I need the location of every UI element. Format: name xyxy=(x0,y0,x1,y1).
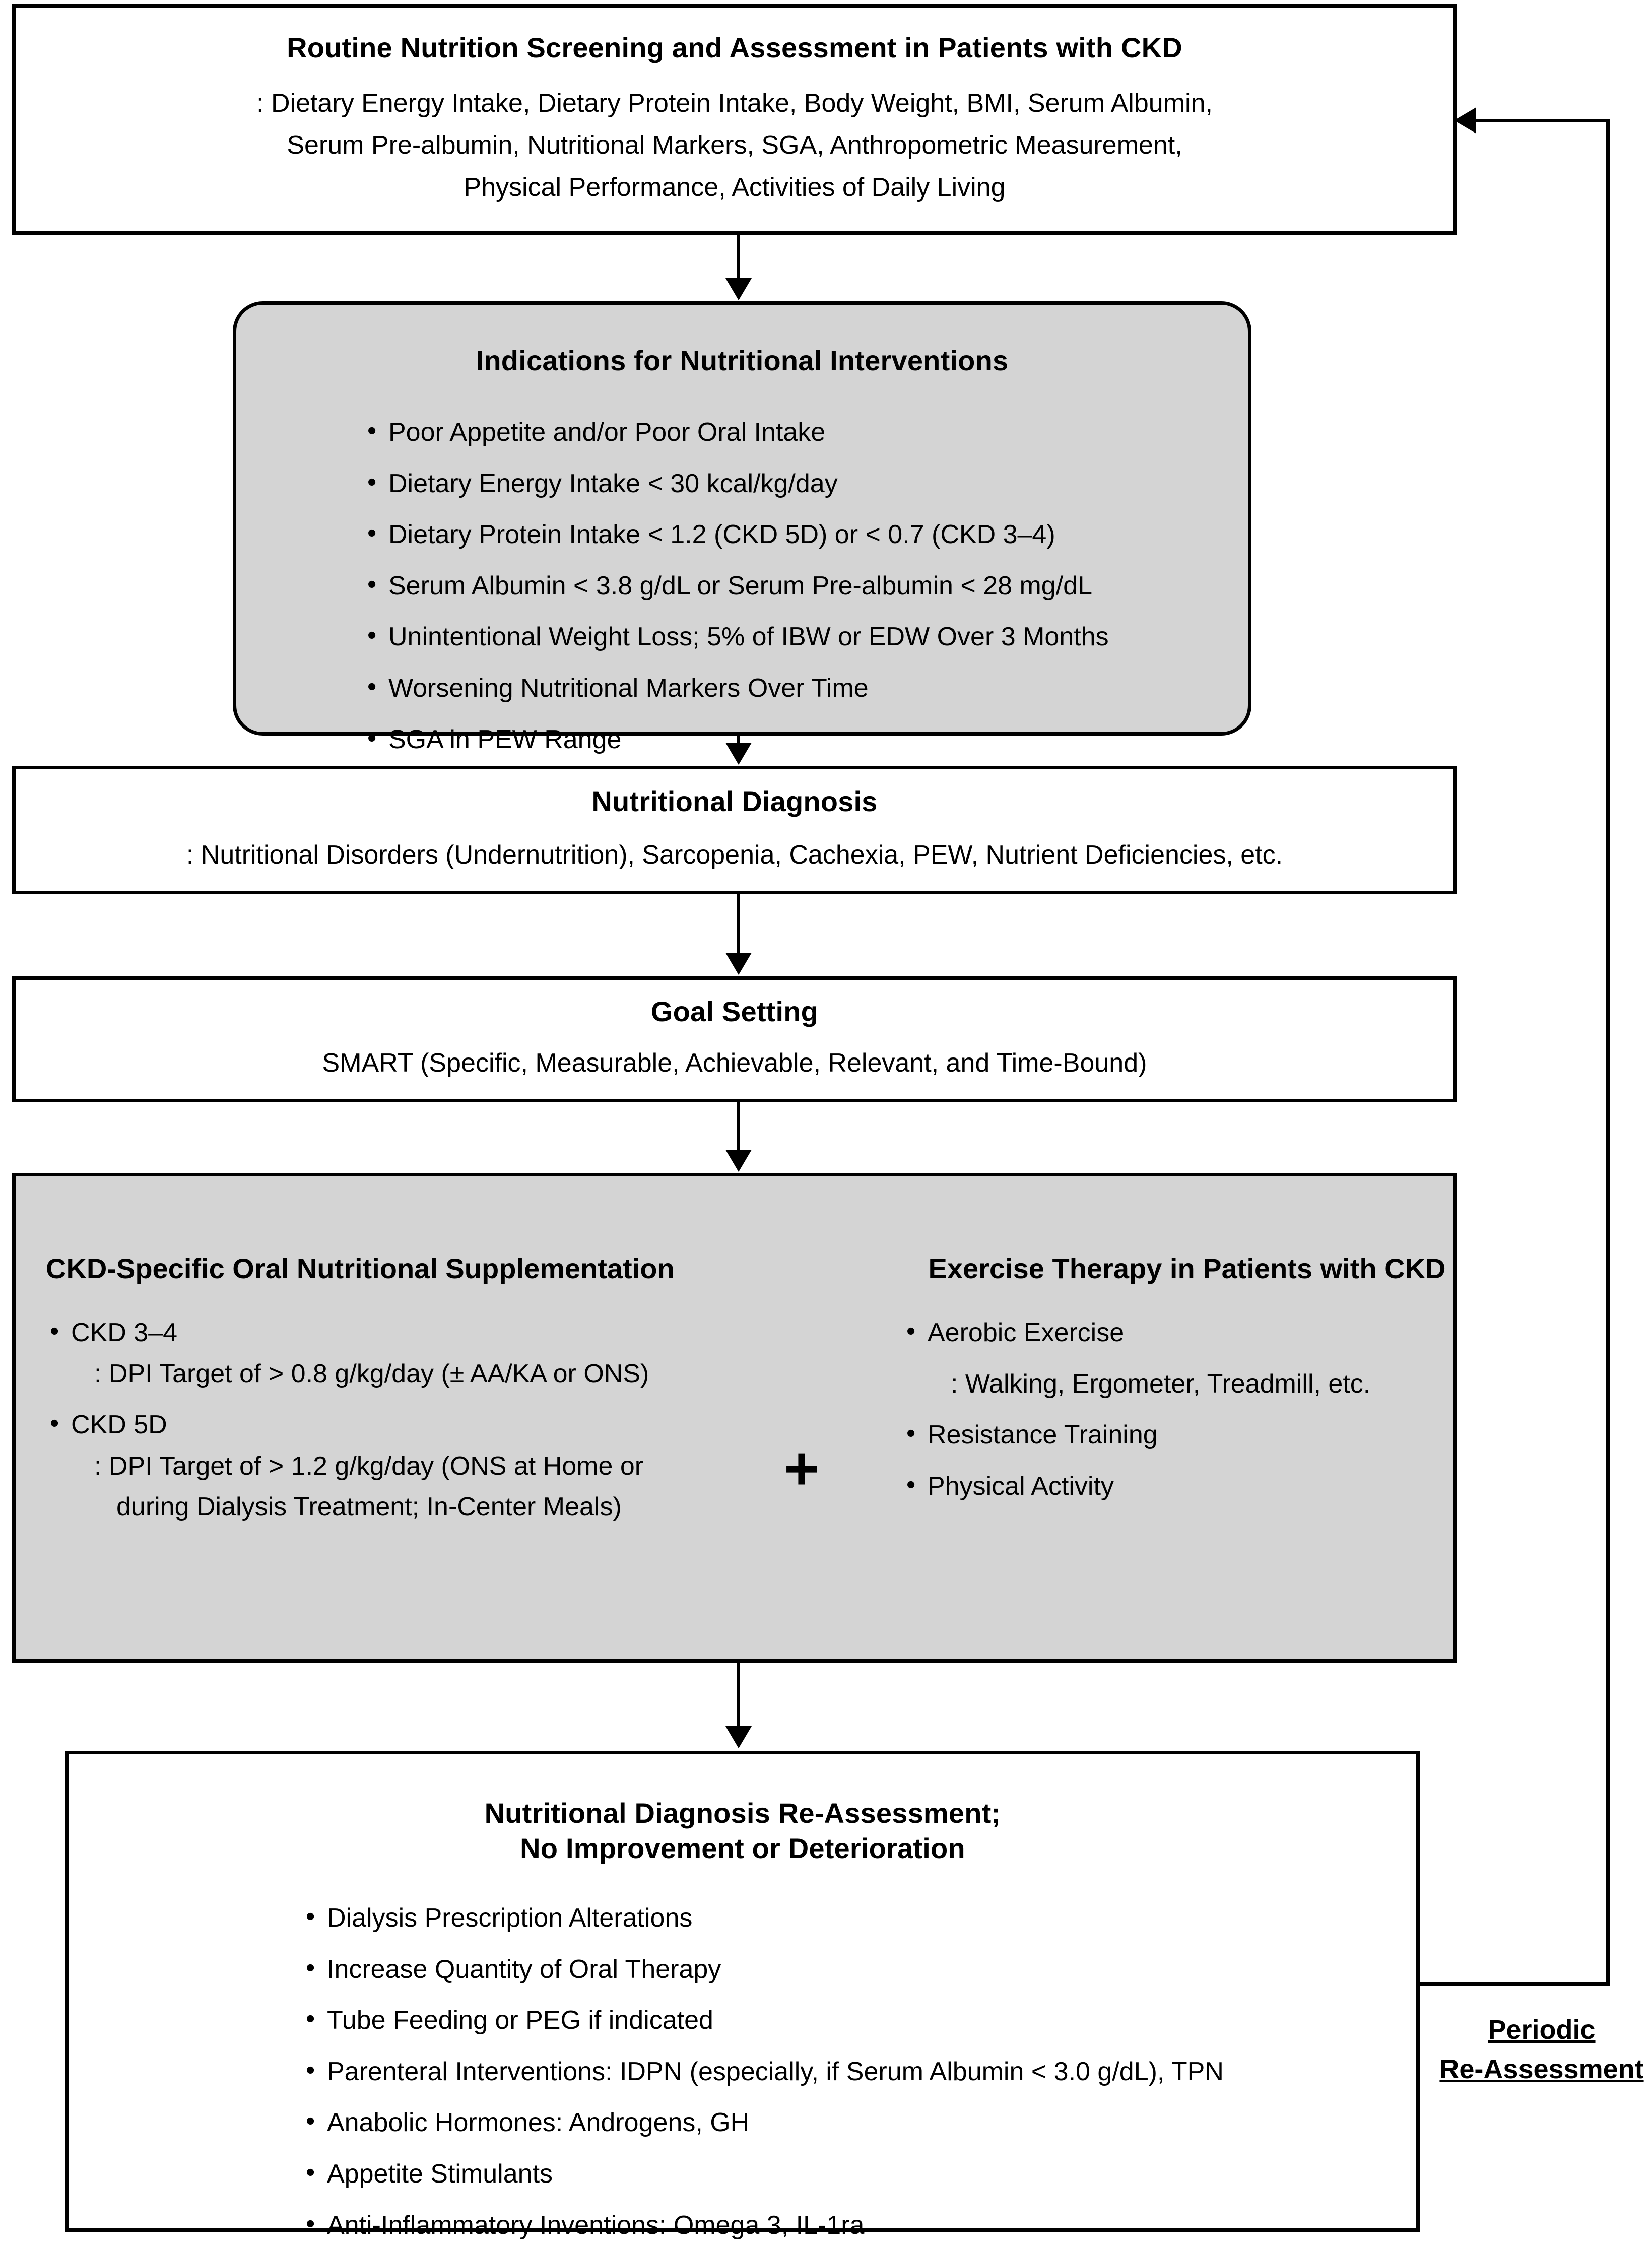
reassessment-title-line-2: No Improvement or Deterioration xyxy=(520,1832,965,1864)
list-item: Dietary Protein Intake < 1.2 (CKD 5D) or… xyxy=(363,516,1109,552)
diagnosis-subtitle: : Nutritional Disorders (Undernutrition)… xyxy=(186,840,1283,870)
connector-diagnosis-to-goal xyxy=(737,894,740,955)
nutritional-diagnosis-box: Nutritional Diagnosis : Nutritional Diso… xyxy=(12,766,1457,894)
connector-indications-to-diagnosis xyxy=(737,736,740,744)
indications-title: Indications for Nutritional Intervention… xyxy=(476,345,1009,376)
list-item: Anabolic Hormones: Androgens, GH xyxy=(302,2104,1224,2140)
periodic-label-line-1: Periodic xyxy=(1488,2015,1596,2045)
list-item: Serum Albumin < 3.8 g/dL or Serum Pre-al… xyxy=(363,568,1109,604)
exercise-therapy-column: Exercise Therapy in Patients with CKD Ae… xyxy=(872,1252,1502,1503)
arrowhead-diagnosis-to-goal xyxy=(725,953,752,975)
exercise-therapy-list: Aerobic Exercise : Walking, Ergometer, T… xyxy=(902,1314,1502,1504)
exercise-therapy-heading: Exercise Therapy in Patients with CKD xyxy=(928,1252,1446,1284)
arrowhead-screening-to-indications xyxy=(725,278,752,300)
feedback-loop-segment-vertical xyxy=(1606,119,1610,1986)
goal-subtitle: SMART (Specific, Measurable, Achievable,… xyxy=(322,1048,1147,1078)
arrowhead-indications-to-diagnosis xyxy=(725,743,752,765)
list-item: Appetite Stimulants xyxy=(302,2156,1224,2192)
list-item: CKD 5D xyxy=(46,1407,761,1442)
list-item: Aerobic Exercise xyxy=(902,1314,1502,1350)
list-item: Increase Quantity of Oral Therapy xyxy=(302,1951,1224,1987)
list-item: Physical Activity xyxy=(902,1468,1502,1504)
reassessment-title-line-1: Nutritional Diagnosis Re-Assessment; xyxy=(484,1797,1001,1829)
feedback-loop-segment-bottom xyxy=(1416,1982,1610,1986)
list-item: CKD 3–4 xyxy=(46,1314,761,1350)
screening-assessment-box: Routine Nutrition Screening and Assessme… xyxy=(12,4,1457,235)
periodic-label-line-2: Re-Assessment xyxy=(1439,2054,1644,2085)
goal-setting-box: Goal Setting SMART (Specific, Measurable… xyxy=(12,976,1457,1102)
screening-detail-lines: : Dietary Energy Intake, Dietary Protein… xyxy=(256,83,1213,209)
list-item: Dialysis Prescription Alterations xyxy=(302,1900,1224,1936)
list-item: Unintentional Weight Loss; 5% of IBW or … xyxy=(363,619,1109,654)
reassessment-title: Nutritional Diagnosis Re-Assessment; No … xyxy=(485,1796,1001,1866)
feedback-loop-segment-top xyxy=(1476,119,1610,122)
screening-title: Routine Nutrition Screening and Assessme… xyxy=(287,32,1182,64)
list-item: : DPI Target of > 0.8 g/kg/day (± AA/KA … xyxy=(94,1359,649,1389)
arrowhead-goal-to-interventions xyxy=(725,1150,752,1172)
connector-interventions-to-reassessment xyxy=(737,1663,740,1728)
connector-screening-to-indications xyxy=(737,235,740,280)
list-item: Poor Appetite and/or Poor Oral Intake xyxy=(363,414,1109,450)
plus-icon: + xyxy=(784,1435,820,1502)
periodic-reassessment-label: Periodic Re-Assessment xyxy=(1436,2010,1647,2089)
list-item: SGA in PEW Range xyxy=(363,721,1109,757)
diagnosis-title: Nutritional Diagnosis xyxy=(591,785,878,817)
indications-bullet-list: Poor Appetite and/or Poor Oral Intake Di… xyxy=(363,414,1109,757)
list-item: Resistance Training xyxy=(902,1417,1502,1452)
list-item: Worsening Nutritional Markers Over Time xyxy=(363,670,1109,706)
screening-line-2: Serum Pre-albumin, Nutritional Markers, … xyxy=(287,130,1182,160)
list-item: during Dialysis Treatment; In-Center Mea… xyxy=(116,1492,622,1522)
goal-title: Goal Setting xyxy=(650,996,819,1028)
reassessment-box: Nutritional Diagnosis Re-Assessment; No … xyxy=(65,1751,1420,2241)
list-item: Parenteral Interventions: IDPN (especial… xyxy=(302,2054,1224,2089)
oral-supplementation-column: CKD-Specific Oral Nutritional Supplement… xyxy=(46,1252,761,1542)
screening-line-1: : Dietary Energy Intake, Dietary Protein… xyxy=(256,89,1213,118)
list-item: Anti-Inflammatory Inventions: Omega 3, I… xyxy=(302,2207,1224,2243)
list-item: Tube Feeding or PEG if indicated xyxy=(302,2002,1224,2038)
intervention-panel: CKD-Specific Oral Nutritional Supplement… xyxy=(12,1173,1457,1663)
oral-supplementation-list: CKD 3–4 : DPI Target of > 0.8 g/kg/day (… xyxy=(46,1314,761,1525)
indications-box: Indications for Nutritional Intervention… xyxy=(233,301,1251,755)
oral-supplementation-heading: CKD-Specific Oral Nutritional Supplement… xyxy=(46,1252,675,1284)
arrowhead-feedback-loop xyxy=(1454,107,1476,134)
arrowhead-interventions-to-reassessment xyxy=(725,1726,752,1748)
list-item: : DPI Target of > 1.2 g/kg/day (ONS at H… xyxy=(94,1451,644,1481)
connector-goal-to-interventions xyxy=(737,1102,740,1152)
list-item: : Walking, Ergometer, Treadmill, etc. xyxy=(951,1369,1371,1399)
list-item: Dietary Energy Intake < 30 kcal/kg/day xyxy=(363,466,1109,501)
reassessment-bullet-list: Dialysis Prescription Alterations Increa… xyxy=(302,1900,1224,2243)
screening-line-3: Physical Performance, Activities of Dail… xyxy=(464,172,1006,202)
